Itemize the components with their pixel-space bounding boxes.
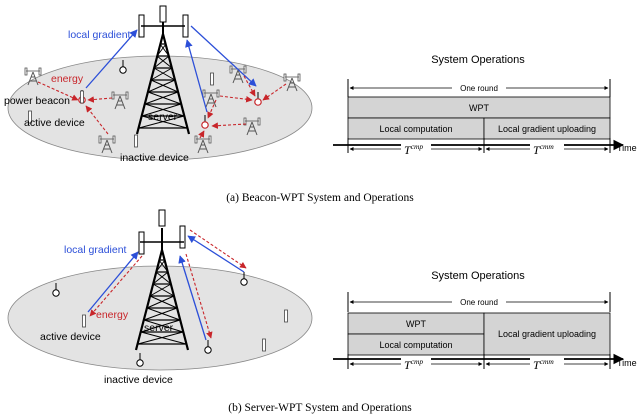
local-gradient-label: local gradient	[68, 29, 131, 41]
active-device-label: active device	[40, 331, 101, 343]
local-gradient-label: local gradient	[64, 244, 127, 256]
energy-arrow	[243, 75, 256, 97]
wpt-label: WPT	[406, 319, 426, 329]
uploading-bar	[483, 117, 611, 140]
server-wpt-operations: System Operations One round WPT Local co…	[333, 270, 637, 372]
local-computation-label: Local computation	[379, 340, 452, 350]
time-label: Time	[617, 143, 637, 153]
one-round-label: One round	[460, 84, 498, 93]
active-device-icon	[82, 314, 86, 328]
power-beacon-label: power beacon	[4, 95, 70, 107]
gradient-arrow	[87, 251, 139, 313]
server-antenna-right	[179, 225, 186, 249]
inactive-device-label: inactive device	[120, 152, 189, 164]
energy-arrow	[37, 81, 79, 101]
energy-arrow	[87, 96, 113, 103]
inactive-device-icon	[210, 72, 214, 86]
gradient-arrow	[187, 235, 245, 273]
uploading-label: Local gradient uploading	[498, 329, 596, 339]
t-cmp-label: Tcmp	[404, 142, 423, 157]
uploading-bar	[483, 312, 611, 356]
time-label: Time	[617, 358, 637, 368]
energy-arrow	[211, 122, 247, 129]
energy-arrow	[219, 95, 253, 103]
local-computation-label: Local computation	[379, 124, 452, 134]
t-cmm-label: Tcmm	[533, 142, 554, 157]
gradient-arrow	[85, 29, 138, 89]
active-device-label: active device	[24, 117, 85, 129]
t-cmp-label: Tcmp	[404, 357, 423, 372]
caption-a: (a) Beacon-WPT System and Operations	[226, 192, 414, 204]
energy-label: energy	[51, 73, 84, 85]
inactive-device-label: inactive device	[104, 374, 173, 386]
energy-arrow	[198, 130, 205, 139]
energy-label: energy	[96, 309, 129, 321]
energy-arrow	[89, 255, 143, 317]
ops-title: System Operations	[431, 54, 525, 66]
beacon-wpt-operations: System Operations One round WPT Local co…	[333, 54, 637, 157]
server-wpt-system: local gradient energy active device serv…	[7, 209, 313, 386]
energy-arrow	[207, 99, 217, 119]
inactive-device-icon	[262, 338, 266, 352]
ops-title: System Operations	[431, 270, 525, 282]
gradient-arrow	[178, 255, 207, 341]
inactive-device-icon	[134, 134, 138, 148]
wpt-label: WPT	[469, 103, 489, 113]
uploading-label: Local gradient uploading	[498, 124, 596, 134]
server-label: server	[144, 322, 174, 334]
inactive-device-icon	[284, 309, 288, 323]
gradient-arrow	[190, 25, 257, 87]
server-label: server	[148, 111, 178, 123]
energy-arrow	[85, 105, 109, 135]
one-round-label: One round	[460, 298, 498, 307]
server-antenna-left	[138, 231, 145, 255]
coverage-area	[7, 265, 313, 371]
t-cmm-label: Tcmm	[533, 357, 554, 372]
energy-arrow	[189, 229, 247, 269]
gradient-arrow	[185, 39, 208, 113]
beacon-wpt-system: local gradient energy power beacon activ…	[4, 5, 313, 164]
caption-b: (b) Server-WPT System and Operations	[228, 402, 412, 414]
device-body-icon	[80, 90, 84, 104]
